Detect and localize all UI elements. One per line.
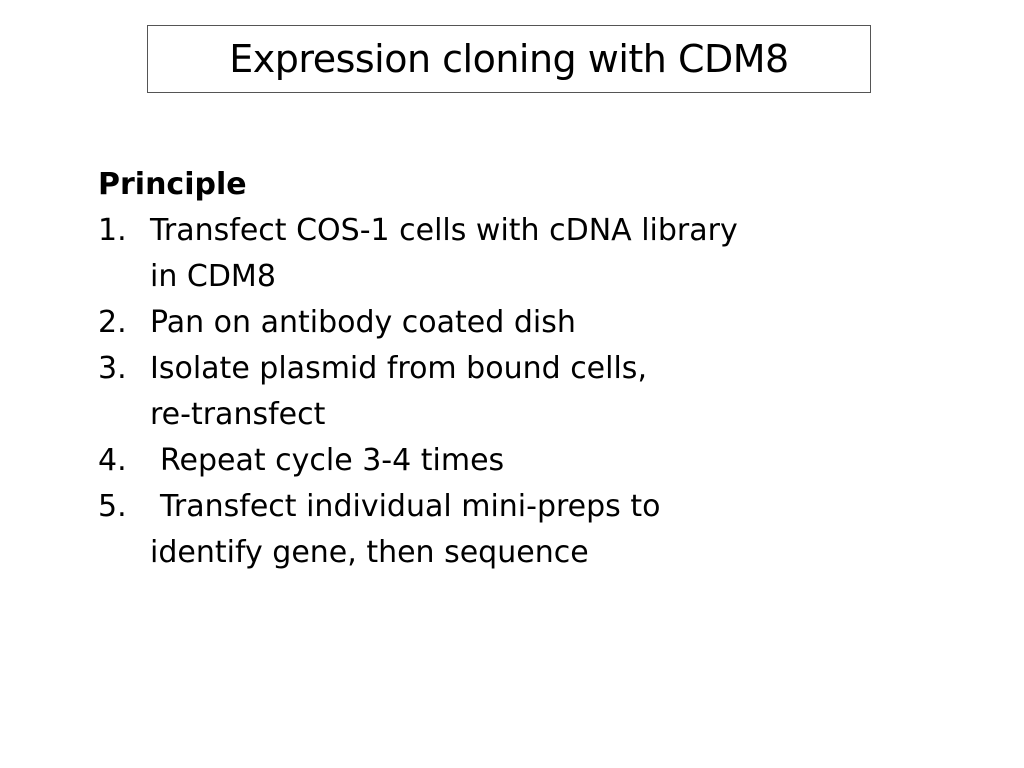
list-item-number: 1. — [98, 213, 127, 248]
list-item-text: identify gene, then sequence — [150, 535, 589, 570]
list-item-text: Transfect COS-1 cells with cDNA library — [150, 213, 738, 248]
slide-content: Principle 1. Transfect COS-1 cells with … — [98, 162, 978, 576]
list-item-number: 2. — [98, 305, 127, 340]
list-item-number: 4. — [98, 443, 127, 478]
list-item-text: Pan on antibody coated dish — [150, 305, 576, 340]
list-item-number: 5. — [98, 489, 127, 524]
list-item-text: in CDM8 — [150, 259, 276, 294]
list-item: 3. Isolate plasmid from bound cells, re-… — [98, 346, 978, 438]
list-item-text: Transfect individual mini-preps to — [160, 489, 661, 524]
list-item: 5. Transfect individual mini-preps to id… — [98, 484, 978, 576]
list-item-text: Isolate plasmid from bound cells, — [150, 351, 647, 386]
principle-heading: Principle — [98, 167, 247, 202]
list-item: 2. Pan on antibody coated dish — [98, 300, 978, 346]
list-item: 4. Repeat cycle 3-4 times — [98, 438, 978, 484]
list-item-text: re-transfect — [150, 397, 326, 432]
list-item: 1. Transfect COS-1 cells with cDNA libra… — [98, 208, 978, 300]
steps-list: 1. Transfect COS-1 cells with cDNA libra… — [98, 208, 978, 576]
slide-title-box: Expression cloning with CDM8 — [147, 25, 871, 93]
list-item-number: 3. — [98, 351, 127, 386]
slide-title: Expression cloning with CDM8 — [229, 37, 789, 81]
list-item-text: Repeat cycle 3-4 times — [160, 443, 505, 478]
